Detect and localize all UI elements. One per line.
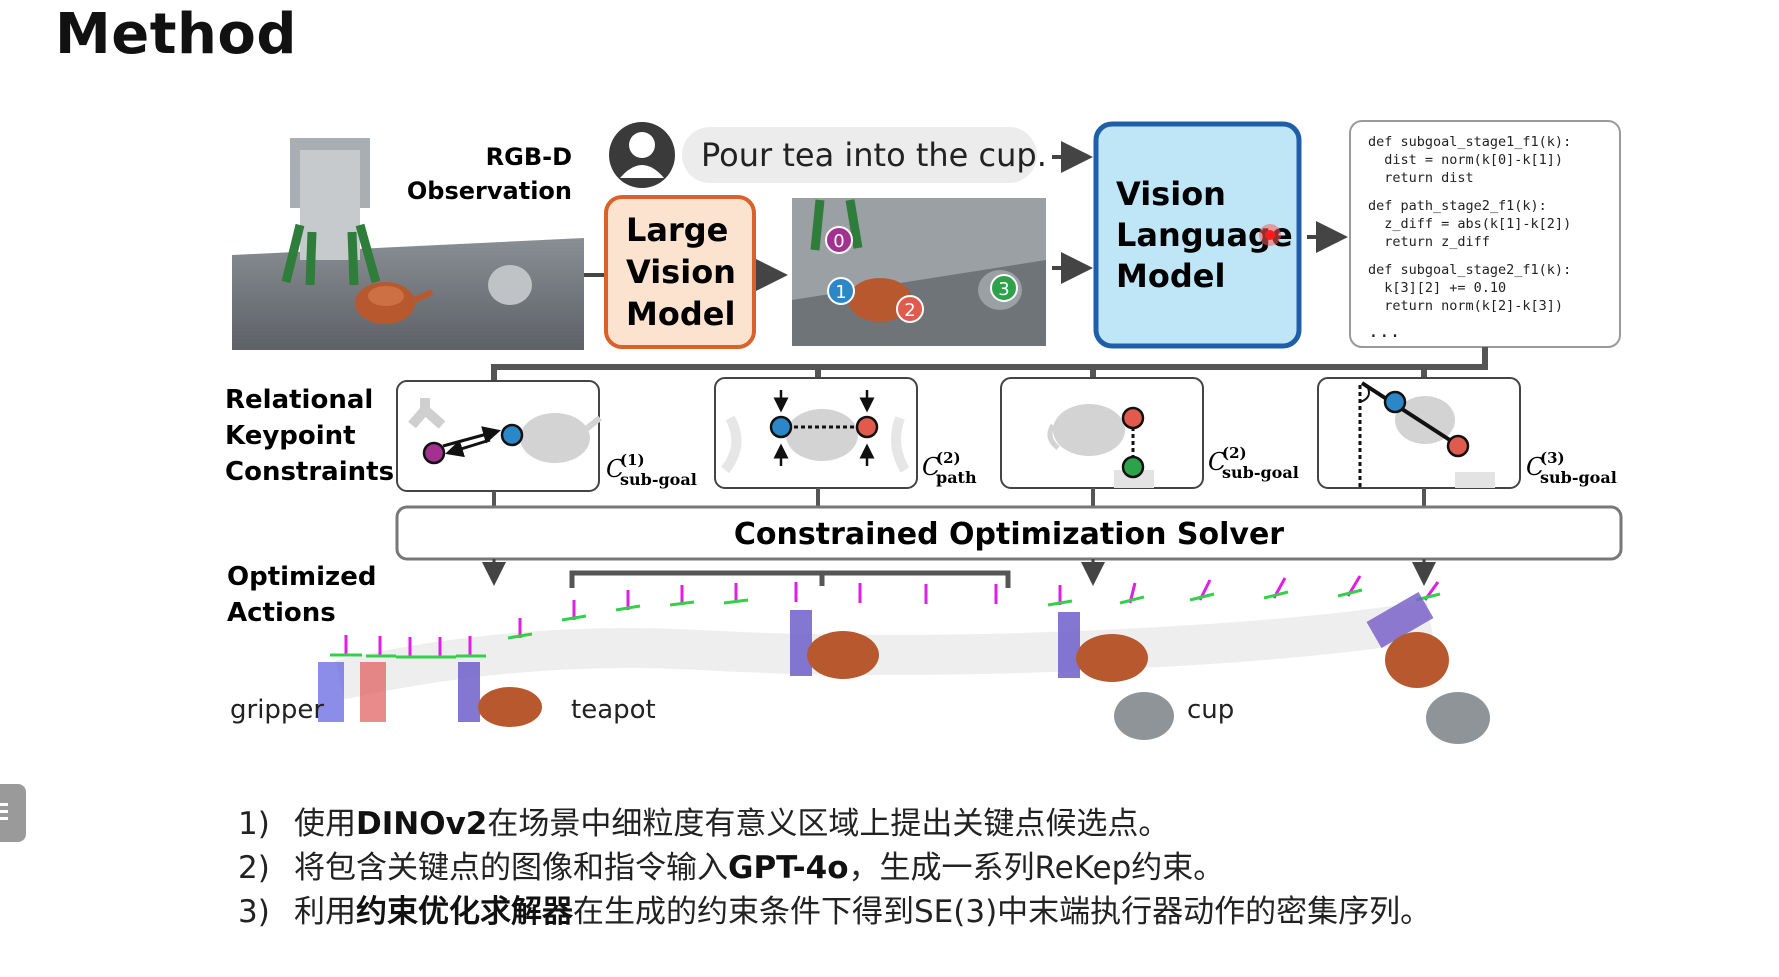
svg-text:path: path <box>936 468 977 487</box>
rgbd-observation-image <box>232 135 584 350</box>
method-steps: 1) 使用DINOv2在场景中细粒度有意义区域上提出关键点候选点。 2) 将包含关键… <box>238 802 1638 934</box>
cup-label: cup <box>1187 695 1234 725</box>
lvm-label-line3: Model <box>626 295 735 333</box>
keypoint-3: 3 <box>990 274 1018 302</box>
constraint-label-4: C (3) sub-goal <box>1526 449 1617 487</box>
step-text-bold: DINOv2 <box>356 806 488 842</box>
step-number: 2) <box>238 850 270 886</box>
vision-language-model-box <box>1093 121 1302 349</box>
slide-title: Method <box>55 2 297 67</box>
vlm-label-line3: Model <box>1116 257 1225 295</box>
constraint-label-3: C (2) sub-goal <box>1208 444 1299 482</box>
keypoint-proposal-image <box>792 198 1046 346</box>
svg-text:sub-goal: sub-goal <box>620 470 697 489</box>
svg-text:def subgoal_stage2_f1(k):: def subgoal_stage2_f1(k): <box>1368 262 1571 278</box>
solver-label: Constrained Optimization Solver <box>734 517 1284 552</box>
gripper-label: gripper <box>230 695 324 725</box>
svg-text:C: C <box>606 455 624 483</box>
step-text-post: 在生成的约束条件下得到SE(3)中末端执行器动作的密集序列。 <box>573 894 1432 930</box>
svg-text:(3): (3) <box>1540 449 1565 467</box>
constraints-to-solver-lines <box>492 488 1426 507</box>
step-3: 3) 利用约束优化求解器在生成的约束条件下得到SE(3)中末端执行器动作的密集序列… <box>238 890 1638 934</box>
cup-point-clouds <box>1114 692 1490 744</box>
gripper-pose-markers <box>344 575 1440 657</box>
rgbd-label-line2: Observation <box>407 177 572 205</box>
step-number: 3) <box>238 894 270 930</box>
actions-label-line1: Optimized <box>227 562 376 592</box>
constraint-label-1: C (1) sub-goal <box>606 451 697 489</box>
solver-output-arrows <box>482 559 1436 586</box>
svg-text:return z_diff: return z_diff <box>1368 234 1490 250</box>
step-text-bold: 约束优化求解器 <box>356 894 573 930</box>
svg-text:def subgoal_stage1_f1(k):: def subgoal_stage1_f1(k): <box>1368 134 1571 150</box>
vlm-label-line1: Vision <box>1116 175 1226 213</box>
svg-text:3: 3 <box>998 279 1009 300</box>
svg-text:0: 0 <box>833 231 844 252</box>
svg-text:(2): (2) <box>936 449 961 467</box>
svg-text:(2): (2) <box>1222 444 1247 462</box>
rgbd-label-line1: RGB-D <box>486 143 572 171</box>
svg-text:1: 1 <box>835 282 846 303</box>
svg-text:...: ... <box>1368 321 1401 342</box>
constraints-label-line3: Constraints <box>225 457 394 487</box>
teapot-point-clouds <box>478 631 1449 727</box>
svg-text:C: C <box>1208 448 1226 476</box>
teapot-label: teapot <box>571 695 656 725</box>
side-menu-tab[interactable] <box>0 784 26 842</box>
step-text-pre: 利用 <box>294 894 356 930</box>
step-2: 2) 将包含关键点的图像和指令输入GPT-4o，生成一系列ReKep约束。 <box>238 846 1638 890</box>
code-listing: def subgoal_stage1_f1(k): dist = norm(k[… <box>1368 134 1571 342</box>
keypoint-2: 2 <box>896 295 924 323</box>
constraint-panel-2 <box>714 377 918 489</box>
step-text-pre: 使用 <box>294 806 356 842</box>
constraint-panel-1 <box>396 380 602 492</box>
constraint-panel-4 <box>1317 377 1521 489</box>
optimization-solver-box <box>395 505 1623 561</box>
constraints-label-line2: Keypoint <box>225 421 356 451</box>
step-text-bold: GPT-4o <box>728 850 849 886</box>
user-avatar-icon <box>609 122 675 188</box>
gripper-axis-markers <box>330 588 1441 659</box>
step-text-post: ，生成一系列ReKep约束。 <box>848 850 1225 886</box>
svg-text:return dist: return dist <box>1368 170 1474 186</box>
svg-text:sub-goal: sub-goal <box>1222 463 1299 482</box>
svg-text:C: C <box>922 453 940 481</box>
large-vision-model-box <box>604 195 756 349</box>
constraint-label-2: C (2) path <box>922 449 977 487</box>
path-constraint-bracket <box>569 570 1011 588</box>
instruction-bubble <box>682 127 1037 183</box>
code-to-constraints-bracket <box>491 347 1488 382</box>
svg-text:(1): (1) <box>620 451 645 469</box>
optimized-action-trajectory <box>318 575 1490 744</box>
actions-label-line2: Actions <box>227 598 336 628</box>
keypoint-0: 0 <box>825 226 853 254</box>
step-text-pre: 将包含关键点的图像和指令输入 <box>294 850 728 886</box>
constraint-panel-3 <box>1000 377 1204 489</box>
gripper-point-clouds <box>318 592 1434 722</box>
svg-text:return norm(k[2]-k[3]): return norm(k[2]-k[3]) <box>1368 298 1563 314</box>
svg-text:k[3][2] += 0.10: k[3][2] += 0.10 <box>1368 280 1506 296</box>
svg-text:C: C <box>1526 453 1544 481</box>
keypoint-1: 1 <box>827 277 855 305</box>
svg-text:sub-goal: sub-goal <box>1540 468 1617 487</box>
svg-text:dist = norm(k[0]-k[1]): dist = norm(k[0]-k[1]) <box>1368 152 1563 168</box>
constraints-label-line1: Relational <box>225 385 373 415</box>
svg-text:def path_stage2_f1(k):: def path_stage2_f1(k): <box>1368 198 1547 214</box>
instruction-text: Pour tea into the cup. <box>701 136 1047 174</box>
svg-text:z_diff = abs(k[1]-k[2]): z_diff = abs(k[1]-k[2]) <box>1368 216 1571 232</box>
lvm-label-line1: Large <box>626 211 728 249</box>
svg-text:2: 2 <box>904 300 915 321</box>
menu-icon <box>0 803 8 806</box>
step-text-post: 在场景中细粒度有意义区域上提出关键点候选点。 <box>487 806 1170 842</box>
lvm-label-line2: Vision <box>626 253 736 291</box>
step-1: 1) 使用DINOv2在场景中细粒度有意义区域上提出关键点候选点。 <box>238 802 1638 846</box>
step-number: 1) <box>238 806 270 842</box>
